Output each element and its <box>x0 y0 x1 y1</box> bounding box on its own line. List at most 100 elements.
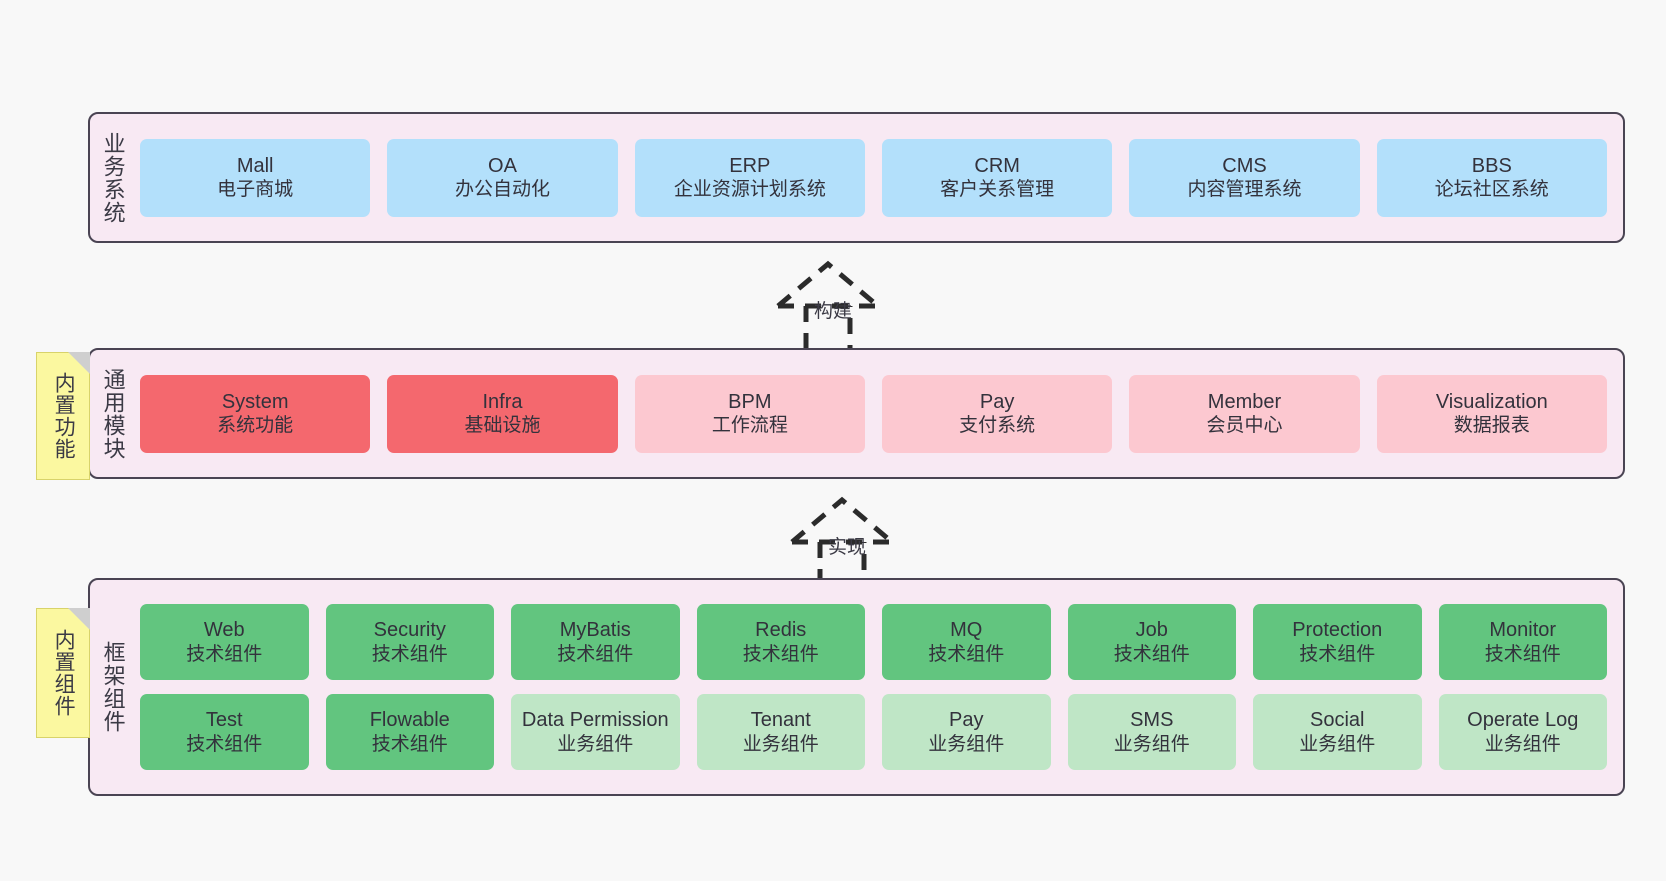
box-flowable[interactable]: Flowable 技术组件 <box>325 694 494 770</box>
box-bpm[interactable]: BPM 工作流程 <box>634 374 865 453</box>
box-pay-component[interactable]: Pay 业务组件 <box>882 694 1051 770</box>
box-redis[interactable]: Redis 技术组件 <box>696 604 865 680</box>
box-title-en: ERP <box>729 154 771 177</box>
box-title-en: Web <box>203 619 245 642</box>
connector-build-arrow: 构建 <box>758 256 908 355</box>
box-title-cn: 业务组件 <box>1484 733 1561 755</box>
box-security[interactable]: Security 技术组件 <box>325 604 494 680</box>
box-title-en: Security <box>373 619 446 642</box>
box-title-cn: 业务组件 <box>928 733 1005 755</box>
box-erp[interactable]: ERP 企业资源计划系统 <box>634 138 865 217</box>
box-title-en: CRM <box>974 154 1020 177</box>
box-title-en: Protection <box>1292 619 1383 642</box>
sticky-note-builtin-components: 内置组件 <box>36 608 90 738</box>
box-row: System 系统功能 Infra 基础设施 BPM 工作流程 Pay 支付系统… <box>140 374 1607 453</box>
box-infra[interactable]: Infra 基础设施 <box>387 374 618 453</box>
layer-body-business-systems: Mall 电子商城 OA 办公自动化 ERP 企业资源计划系统 CRM 客户关系… <box>136 114 1623 241</box>
box-mall[interactable]: Mall 电子商城 <box>140 138 371 217</box>
box-title-cn: 系统功能 <box>217 415 294 437</box>
box-operate-log[interactable]: Operate Log 业务组件 <box>1438 694 1607 770</box>
box-row: Mall 电子商城 OA 办公自动化 ERP 企业资源计划系统 CRM 客户关系… <box>140 138 1607 217</box>
box-title-en: Visualization <box>1435 390 1548 413</box>
box-title-cn: 论坛社区系统 <box>1434 179 1549 201</box>
box-title-cn: 内容管理系统 <box>1187 179 1302 201</box>
box-title-cn: 技术组件 <box>371 643 448 665</box>
box-title-en: Job <box>1135 619 1168 642</box>
box-title-cn: 技术组件 <box>742 643 819 665</box>
box-title-cn: 业务组件 <box>1113 733 1190 755</box>
box-system[interactable]: System 系统功能 <box>140 374 371 453</box>
box-tenant[interactable]: Tenant 业务组件 <box>696 694 865 770</box>
box-title-en: Monitor <box>1489 619 1557 642</box>
box-title-cn: 企业资源计划系统 <box>673 179 826 201</box>
box-title-en: Member <box>1207 390 1282 413</box>
box-title-en: CMS <box>1222 154 1267 177</box>
box-visualization[interactable]: Visualization 数据报表 <box>1376 374 1607 453</box>
box-title-cn: 业务组件 <box>742 733 819 755</box>
box-title-cn: 技术组件 <box>371 733 448 755</box>
box-mybatis[interactable]: MyBatis 技术组件 <box>511 604 680 680</box>
box-title-en: Test <box>205 709 243 732</box>
layer-business-systems: 业务系统 Mall 电子商城 OA 办公自动化 ERP 企业资源计划系统 CRM… <box>88 112 1625 243</box>
connector-build-label: 构建 <box>813 301 852 322</box>
box-title-cn: 技术组件 <box>557 643 634 665</box>
box-data-permission[interactable]: Data Permission 业务组件 <box>511 694 680 770</box>
layer-body-framework-components: Web 技术组件 Security 技术组件 MyBatis 技术组件 Redi… <box>136 580 1623 794</box>
box-oa[interactable]: OA 办公自动化 <box>387 138 618 217</box>
layer-title-framework-components: 框架组件 <box>100 641 126 733</box>
box-monitor[interactable]: Monitor 技术组件 <box>1438 604 1607 680</box>
box-job[interactable]: Job 技术组件 <box>1067 604 1236 680</box>
box-web[interactable]: Web 技术组件 <box>140 604 309 680</box>
box-title-cn: 电子商城 <box>217 179 294 201</box>
box-cms[interactable]: CMS 内容管理系统 <box>1129 138 1360 217</box>
box-title-en: SMS <box>1130 709 1174 732</box>
box-title-cn: 技术组件 <box>186 733 263 755</box>
sticky-note-builtin-features: 内置功能 <box>36 352 90 480</box>
box-protection[interactable]: Protection 技术组件 <box>1253 604 1422 680</box>
box-title-en: MyBatis <box>559 619 631 642</box>
box-title-en: Redis <box>755 619 807 642</box>
layer-body-common-modules: System 系统功能 Infra 基础设施 BPM 工作流程 Pay 支付系统… <box>136 350 1623 477</box>
layer-common-modules: 通用模块 System 系统功能 Infra 基础设施 BPM 工作流程 Pay… <box>88 348 1625 479</box>
box-title-en: Data Permission <box>521 709 669 732</box>
box-title-en: Pay <box>979 390 1015 413</box>
box-title-cn: 业务组件 <box>1299 733 1376 755</box>
box-title-en: System <box>221 390 289 413</box>
box-title-en: Social <box>1310 709 1365 732</box>
connector-implement-arrow: 实现 <box>772 492 922 591</box>
box-title-cn: 数据报表 <box>1453 415 1530 437</box>
box-crm[interactable]: CRM 客户关系管理 <box>881 138 1113 217</box>
box-title-en: Tenant <box>750 709 811 732</box>
box-title-en: Pay <box>949 709 984 732</box>
box-mq[interactable]: MQ 技术组件 <box>882 604 1051 680</box>
box-title-en: Mall <box>236 154 274 177</box>
box-row: Web 技术组件 Security 技术组件 MyBatis 技术组件 Redi… <box>140 604 1607 680</box>
box-title-en: Flowable <box>369 709 450 732</box>
box-member[interactable]: Member 会员中心 <box>1129 374 1360 453</box>
layer-framework-components: 框架组件 Web 技术组件 Security 技术组件 MyBatis 技术组件… <box>88 578 1625 796</box>
box-bbs[interactable]: BBS 论坛社区系统 <box>1376 138 1607 217</box>
sticky-note-text: 内置功能 <box>52 372 76 460</box>
box-title-cn: 支付系统 <box>959 415 1036 437</box>
box-title-en: BPM <box>728 390 772 413</box>
box-test[interactable]: Test 技术组件 <box>140 694 309 770</box>
box-pay-module[interactable]: Pay 支付系统 <box>881 374 1113 453</box>
box-title-en: MQ <box>950 619 983 642</box>
box-title-cn: 业务组件 <box>557 733 634 755</box>
box-row: Test 技术组件 Flowable 技术组件 Data Permission … <box>140 694 1607 770</box>
box-sms[interactable]: SMS 业务组件 <box>1067 694 1236 770</box>
box-social[interactable]: Social 业务组件 <box>1253 694 1422 770</box>
box-title-cn: 技术组件 <box>1299 643 1376 665</box>
box-title-en: Operate Log <box>1467 709 1579 732</box>
box-title-cn: 技术组件 <box>928 643 1005 665</box>
sticky-note-text: 内置组件 <box>52 629 76 717</box>
box-title-en: OA <box>488 154 517 177</box>
box-title-cn: 基础设施 <box>464 415 541 437</box>
box-title-cn: 办公自动化 <box>454 179 550 201</box>
box-title-cn: 技术组件 <box>1484 643 1561 665</box>
layer-title-business-systems: 业务系统 <box>100 131 126 224</box>
layer-title-common-modules: 通用模块 <box>100 367 126 460</box>
connector-implement-label: 实现 <box>827 537 866 558</box>
box-title-cn: 技术组件 <box>1113 643 1190 665</box>
